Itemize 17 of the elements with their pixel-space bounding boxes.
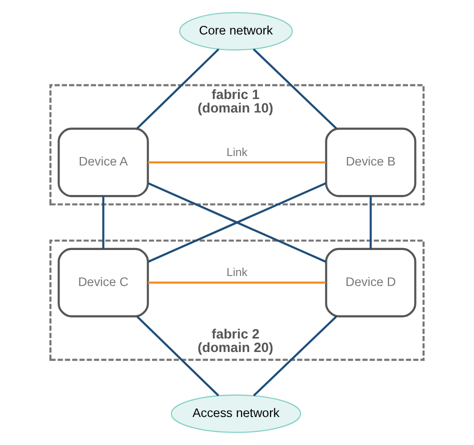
node-box: Device B: [325, 128, 416, 198]
connector: [136, 316, 220, 396]
node-box: Device D: [325, 248, 416, 318]
node-ellipse: Core network: [179, 12, 293, 50]
connector: [148, 282, 326, 284]
node-box: Device C: [58, 248, 149, 318]
connector: [370, 196, 372, 249]
connector: [253, 316, 338, 396]
connector: [148, 182, 326, 263]
node-box: Device A: [58, 128, 149, 198]
edge-label: Link: [226, 146, 248, 159]
connector: [148, 161, 326, 164]
node-ellipse: Access network: [170, 394, 302, 433]
connector: [136, 48, 220, 130]
connector: [252, 48, 338, 130]
connector: [102, 196, 104, 249]
edge-label: Link: [226, 267, 248, 280]
